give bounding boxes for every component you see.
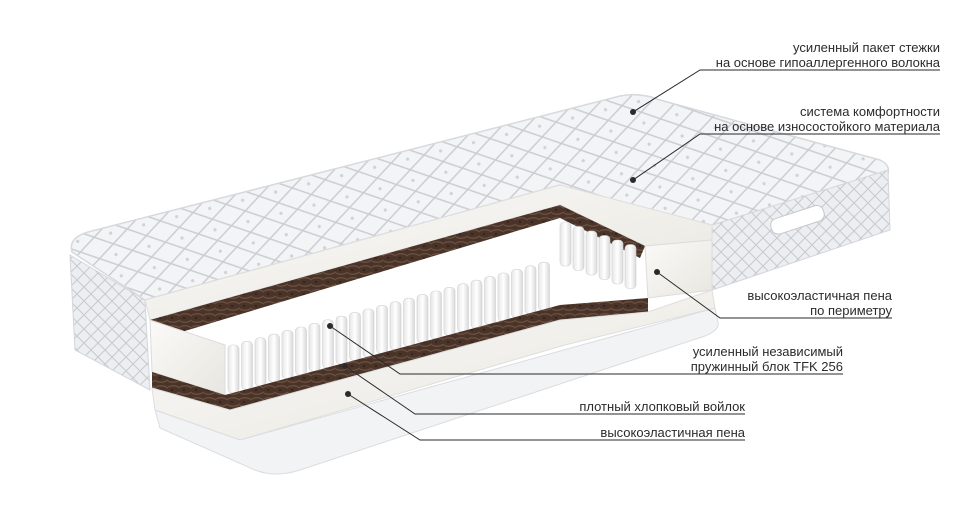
label-line: высокоэластичная пена <box>747 288 892 303</box>
label-line: усиленный пакет стежки <box>792 40 940 55</box>
label-line: высокоэластичная пена <box>600 425 745 440</box>
pocket-spring <box>430 290 442 340</box>
pocket-spring <box>281 330 294 379</box>
pocket-spring <box>308 323 321 372</box>
pocket-spring <box>349 312 361 361</box>
label-line: на основе гипоаллергенного волокна <box>715 55 940 70</box>
spring-block <box>227 221 637 394</box>
pocket-spring <box>416 294 429 343</box>
label-line: на основе износостойкого материала <box>714 119 940 134</box>
pocket-spring <box>538 261 550 311</box>
pocket-spring <box>335 315 348 365</box>
pocket-spring <box>470 279 483 329</box>
pocket-spring <box>443 287 456 336</box>
pocket-spring <box>497 272 510 322</box>
pocket-spring <box>559 221 572 267</box>
pocket-spring <box>624 244 637 289</box>
pocket-spring <box>376 305 388 354</box>
label-comfort-system: система комфортности на основе износосто… <box>714 104 940 134</box>
pocket-spring <box>295 326 307 376</box>
label-quilt-package: усиленный пакет стежки на основе гипоалл… <box>716 40 940 70</box>
felt-layer-lower <box>152 298 648 410</box>
pocket-spring <box>524 265 537 315</box>
pocket-spring <box>611 239 624 285</box>
pocket-spring <box>268 333 280 383</box>
label-line: пружинный блок TFK 256 <box>690 359 843 374</box>
pocket-spring <box>598 235 611 280</box>
mattress-side-left <box>69 254 151 391</box>
pocket-spring <box>484 276 496 325</box>
pocket-spring <box>254 337 267 387</box>
label-line: система комфортности <box>799 104 940 119</box>
label-spring-block: усиленный независимый пружинный блок TFK… <box>691 344 843 374</box>
label-perimeter-foam: высокоэластичная пена по периметру <box>747 288 892 318</box>
perimeter-foam-blocks <box>149 239 713 396</box>
bottom-foam-layer <box>151 289 719 475</box>
label-elastic-foam: высокоэластичная пена <box>600 425 745 440</box>
leader-dots <box>327 109 660 397</box>
pocket-spring <box>572 226 585 271</box>
pocket-spring <box>241 341 253 390</box>
felt-layer-upper <box>150 205 645 340</box>
pocket-spring <box>585 230 598 276</box>
label-line: усиленный независимый <box>692 344 843 359</box>
pocket-spring <box>227 344 240 394</box>
label-cotton-felt: плотный хлопковый войлок <box>579 399 745 414</box>
pocket-spring <box>511 269 523 318</box>
label-line: плотный хлопковый войлок <box>579 399 745 414</box>
pocket-spring <box>389 301 402 351</box>
leader-lines <box>329 69 940 441</box>
pocket-spring <box>403 297 415 347</box>
label-line: по периметру <box>810 303 892 318</box>
pocket-spring <box>457 283 469 333</box>
